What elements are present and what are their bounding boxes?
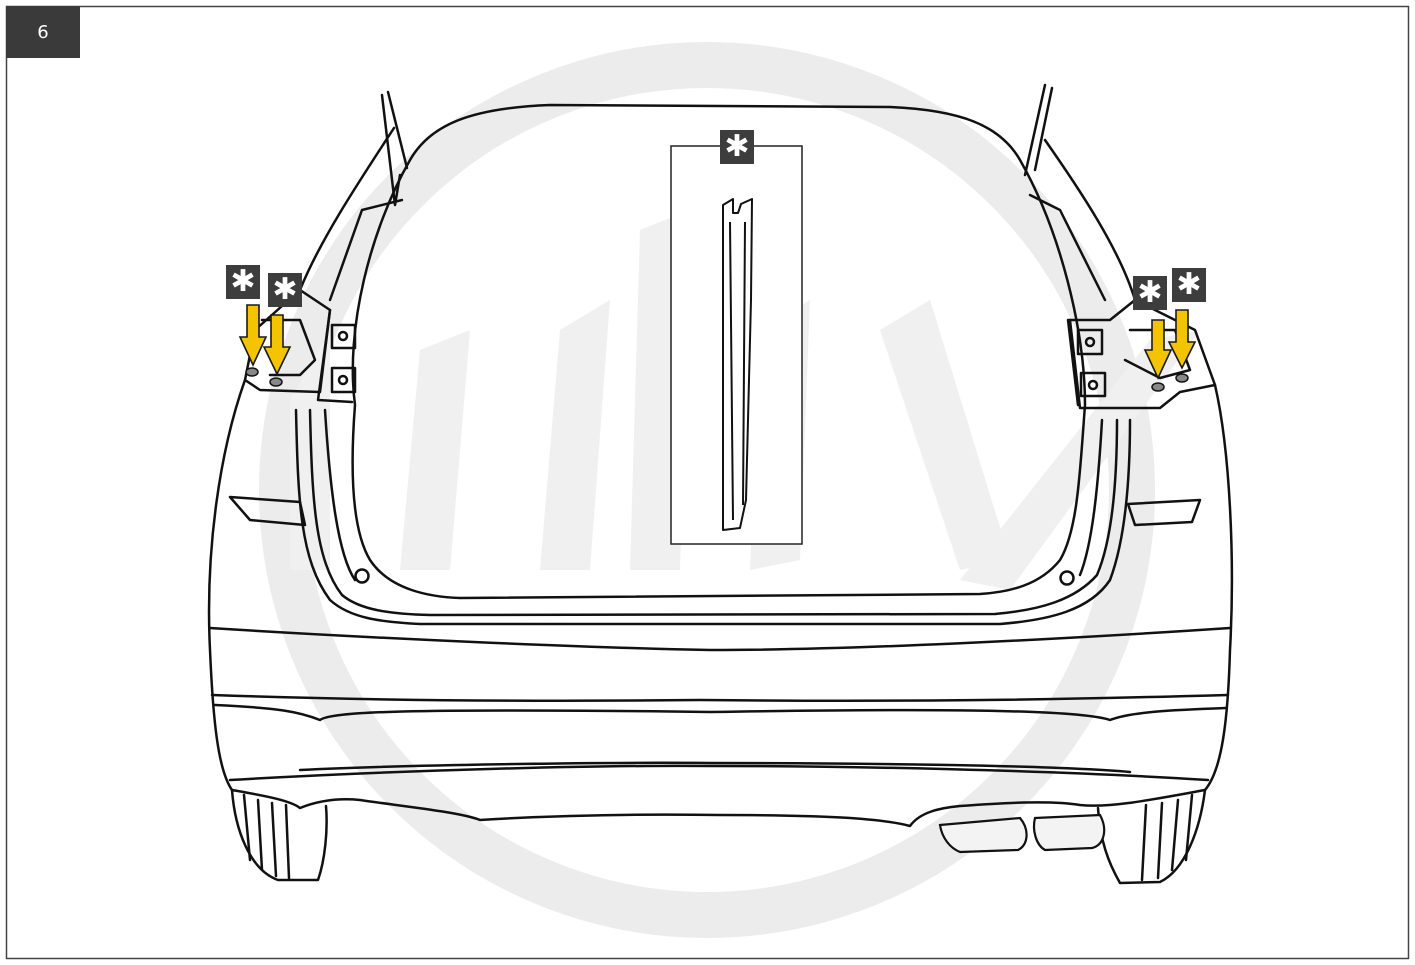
car-body [207, 83, 1234, 885]
step-number-badge: 6 [6, 6, 80, 58]
step-number: 6 [37, 21, 49, 43]
asterisk-marker-left-inner: ✱ [268, 273, 302, 307]
asterisk-icon: ✱ [230, 264, 256, 299]
asterisk-marker-left-outer: ✱ [226, 265, 260, 299]
tool-inset [670, 145, 803, 545]
asterisk-icon: ✱ [272, 272, 298, 307]
arrow-left-inner [262, 314, 292, 376]
trim-removal-tool-icon [722, 198, 753, 531]
watermark-logo [259, 42, 1155, 938]
asterisk-icon: ✱ [724, 129, 750, 164]
asterisk-marker-tool: ✱ [720, 130, 754, 164]
asterisk-marker-right-outer: ✱ [1172, 268, 1206, 302]
down-arrow-icon [1167, 309, 1197, 370]
exhaust-tips [938, 813, 1106, 854]
asterisk-icon: ✱ [1176, 267, 1202, 302]
down-arrow-icon [1143, 319, 1173, 380]
asterisk-marker-right-inner: ✱ [1133, 276, 1167, 310]
panel-border [5, 5, 1410, 960]
asterisk-icon: ✱ [1137, 275, 1163, 310]
arrow-right-outer [1167, 309, 1197, 370]
arrow-left-outer [238, 304, 268, 367]
down-arrow-icon [262, 314, 292, 376]
mounting-holes [245, 367, 1189, 392]
down-arrow-icon [238, 304, 268, 367]
arrow-right-inner [1143, 319, 1173, 380]
